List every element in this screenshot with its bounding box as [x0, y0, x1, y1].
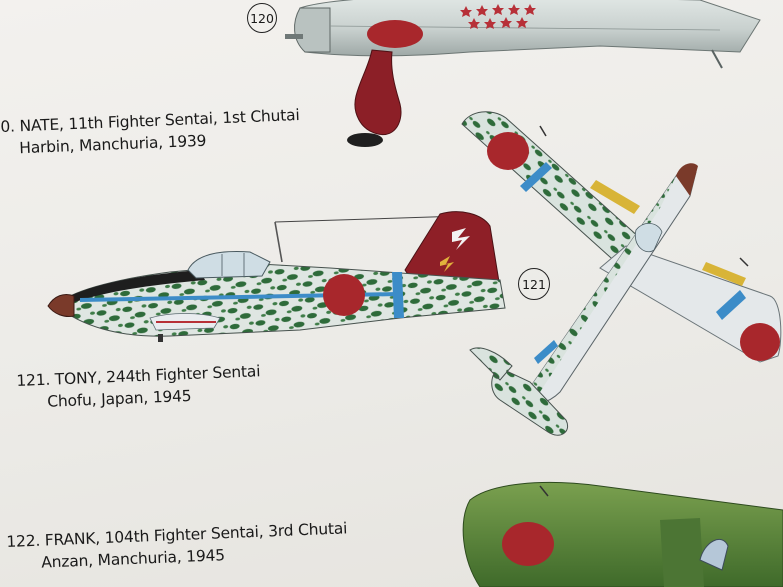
tony-side-aircraft	[47, 211, 506, 342]
plate-121-marker: 121	[518, 268, 550, 300]
plate-120-marker: 120	[247, 3, 277, 33]
tony-planform-aircraft	[461, 111, 782, 436]
nate-aircraft	[285, 0, 761, 147]
frank-aircraft	[462, 482, 783, 587]
